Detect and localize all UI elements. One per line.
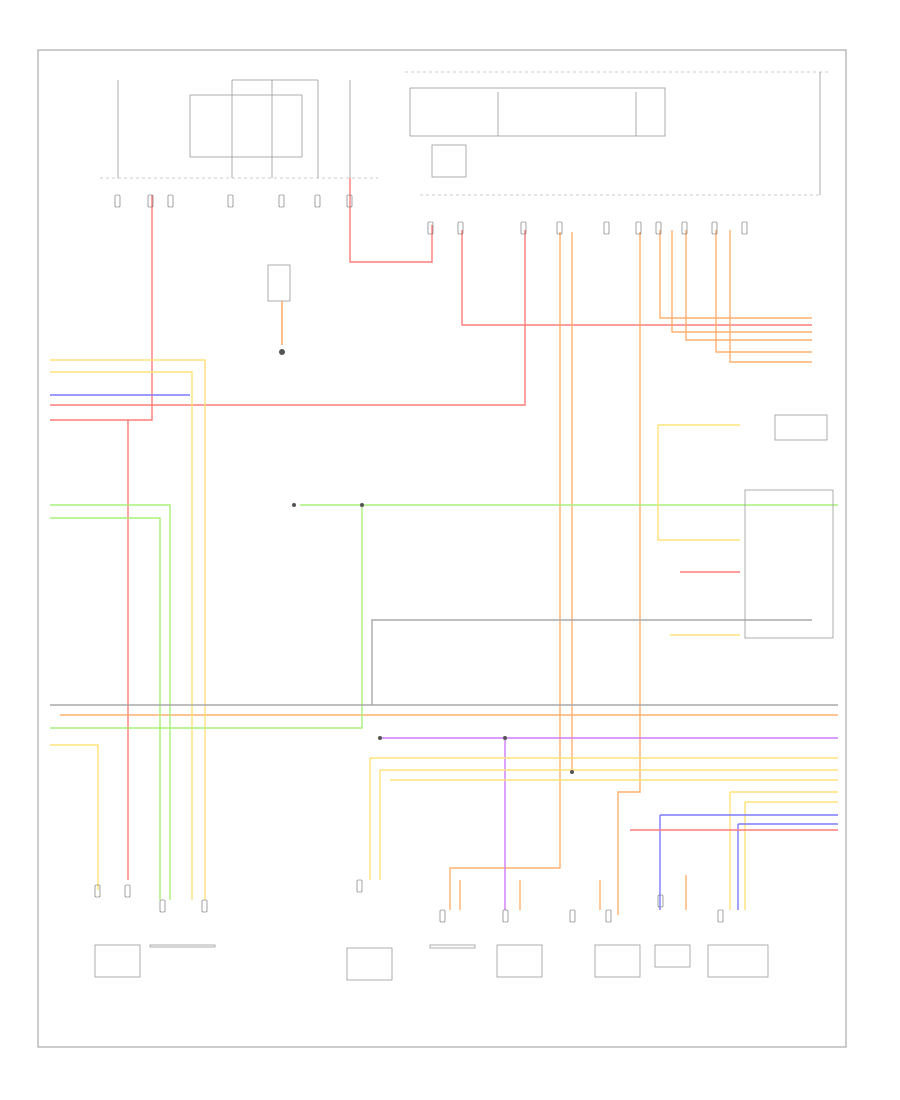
fuse-box-right bbox=[405, 71, 830, 196]
connector-pins bbox=[94, 194, 748, 923]
fuse-box-left bbox=[100, 79, 378, 179]
steering-switch-block bbox=[744, 414, 834, 639]
bottom-components bbox=[94, 944, 769, 981]
diagram-frame bbox=[37, 49, 847, 1048]
relay-component bbox=[267, 264, 291, 355]
junction-dots bbox=[292, 503, 574, 774]
wires bbox=[50, 178, 838, 915]
